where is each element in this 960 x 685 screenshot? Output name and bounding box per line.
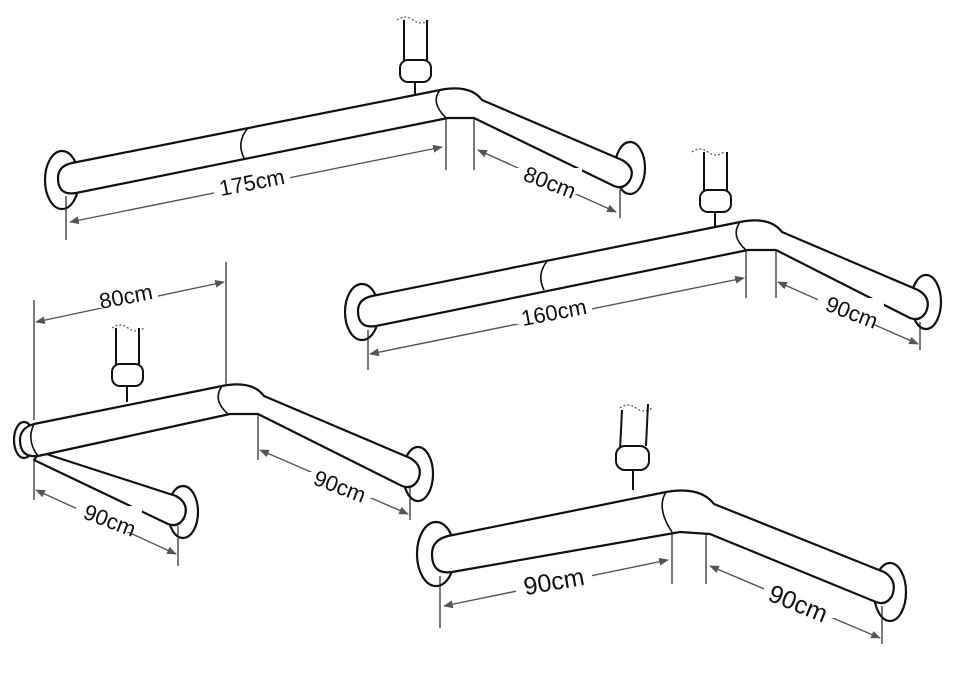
dimension-label: 90cm: [310, 465, 369, 508]
grab-bar-tube: [430, 489, 895, 605]
ceiling-support-post: [615, 403, 653, 490]
dimension-label: 80cm: [520, 161, 579, 204]
ceiling-support-post: [691, 148, 732, 226]
dimension-label: 90cm: [764, 580, 831, 629]
dimension-label: 160cm: [519, 294, 589, 331]
ceiling-support-post: [111, 324, 145, 402]
grab-bar-tube: [18, 383, 421, 489]
ceiling-support-post: [396, 16, 432, 96]
rail-a: 175cm 80cm: [43, 16, 647, 240]
dimension-label: 175cm: [217, 164, 287, 201]
rail-d: 90cm 90cm: [415, 403, 908, 644]
